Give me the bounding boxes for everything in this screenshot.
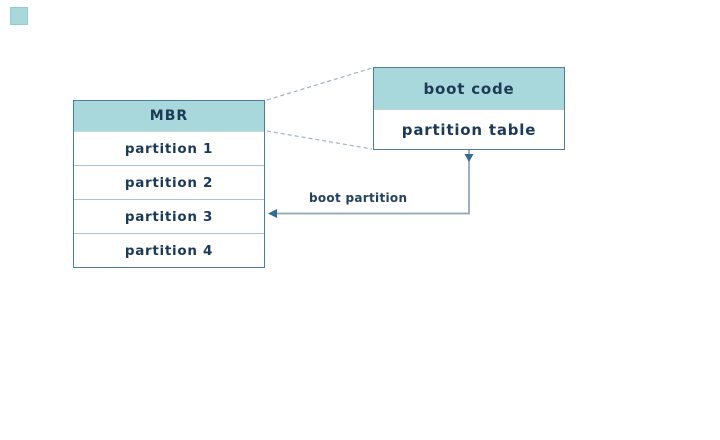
- left-arrowhead-icon: [268, 209, 277, 218]
- boot-partition-label: boot partition: [309, 191, 408, 205]
- decorative-teal-square: [10, 7, 28, 25]
- partition-row-4: partition 4: [74, 233, 264, 267]
- dashed-connector-lower: [266, 130, 373, 150]
- boot-code-box: boot code partition table: [373, 67, 565, 150]
- boot-partition-connector-line: [272, 150, 470, 215]
- partition-row-2: partition 2: [74, 165, 264, 199]
- partition-row-3: partition 3: [74, 199, 264, 233]
- dashed-connector-upper: [266, 67, 373, 101]
- partition-row-1: partition 1: [74, 131, 264, 165]
- down-arrowhead-icon: [464, 154, 474, 162]
- mbr-table-header: MBR: [74, 101, 264, 131]
- partition-table-cell: partition table: [374, 110, 564, 149]
- mbr-table: MBR partition 1 partition 2 partition 3 …: [73, 100, 265, 268]
- boot-code-header: boot code: [374, 68, 564, 110]
